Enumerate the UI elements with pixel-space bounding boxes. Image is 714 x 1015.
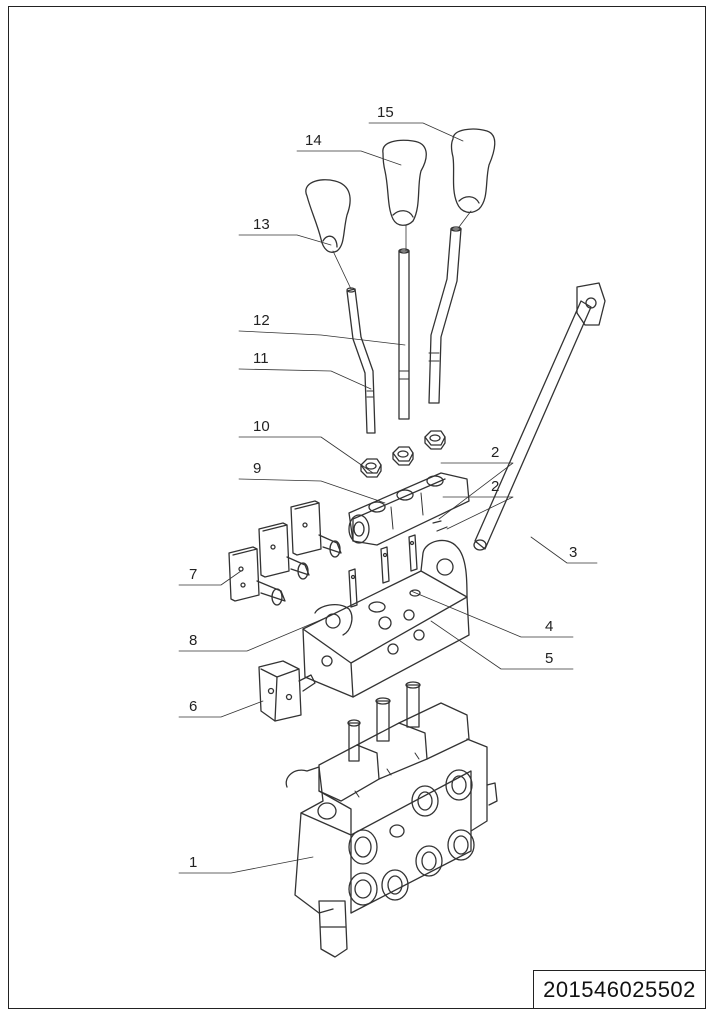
drawing-sheet: 15 14 13 12 11 10 9 2 2 3 7 4 8 5 6 1 20… xyxy=(8,6,706,1009)
callout-7: 12 xyxy=(253,312,270,329)
callout-2-lower: 6 xyxy=(189,698,197,715)
microswitch-lower xyxy=(258,660,316,722)
knob-middle xyxy=(382,139,427,226)
microswitch-3 xyxy=(290,500,342,558)
callout-8: 13 xyxy=(253,216,270,233)
mounting-bracket xyxy=(302,539,470,698)
callout-3: 8 xyxy=(189,632,197,649)
nut-left xyxy=(360,458,382,478)
control-valve xyxy=(285,681,498,958)
callout-1: 1 xyxy=(189,854,197,871)
nut-right xyxy=(424,430,446,450)
knob-left xyxy=(305,179,351,253)
lever-middle xyxy=(398,248,410,420)
pivot-pin xyxy=(473,282,606,551)
nut-middle xyxy=(392,446,414,466)
callout-14: 4 xyxy=(545,618,553,635)
lever-left xyxy=(346,287,376,434)
callout-5: 10 xyxy=(253,418,270,435)
callout-10: 15 xyxy=(377,104,394,121)
callout-4: 9 xyxy=(253,460,261,477)
lever-bracket xyxy=(348,472,470,546)
callout-6: 11 xyxy=(253,350,269,367)
callout-15: 5 xyxy=(545,650,553,667)
microswitch-2 xyxy=(258,522,310,580)
microswitch-1 xyxy=(228,546,286,606)
callout-11: 2 xyxy=(491,444,499,461)
callout-2-upper: 7 xyxy=(189,566,197,583)
knob-right xyxy=(450,128,496,214)
drawing-number: 201546025502 xyxy=(543,976,696,1002)
link-plates xyxy=(348,534,418,608)
drawing-number-box: 201546025502 xyxy=(533,970,705,1008)
exploded-assembly-drawing: 15 14 13 12 11 10 9 2 2 3 7 4 8 5 6 1 xyxy=(178,104,606,958)
leader-lines xyxy=(178,122,598,874)
callout-12: 2 xyxy=(491,478,499,495)
callout-13: 3 xyxy=(569,544,577,561)
lever-right xyxy=(428,226,462,404)
callout-9: 14 xyxy=(305,132,322,149)
